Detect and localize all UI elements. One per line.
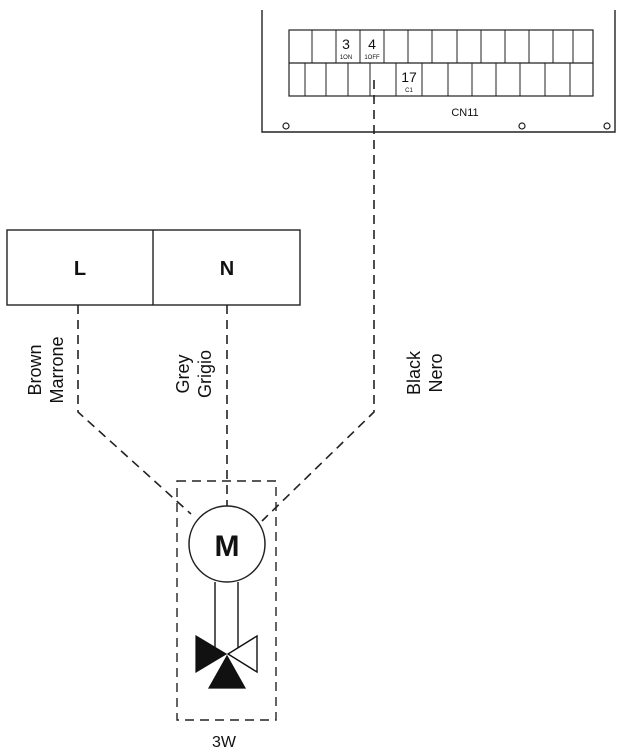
motor-symbol: M: [215, 530, 240, 563]
valve-body-symbol: [195, 634, 258, 689]
black-wire-label-italian: Nero: [426, 353, 446, 392]
board-mounting-hole: [603, 122, 611, 130]
valve-label: 3W: [212, 734, 237, 751]
connector-name-label: CN11: [451, 107, 478, 119]
three-way-valve-assembly: M 3W: [176, 480, 277, 751]
pin-17-sub-label: C1: [405, 88, 413, 94]
brown-wire-label-italian: Marrone: [47, 336, 67, 403]
connector-bottom-row-dividers: [304, 63, 571, 96]
board-mounting-hole: [518, 122, 526, 130]
terminal-n-label: N: [220, 258, 234, 280]
terminal-block: L N: [6, 229, 301, 306]
wire-labels: Brown Marrone Grey Grigio Black Nero: [25, 336, 446, 403]
connector-cn11: 3 1ON 4 1OFF 17 C1 CN11: [288, 29, 594, 119]
control-board: [261, 10, 616, 133]
pin-3-number: 3: [342, 36, 350, 52]
black-wire-label: Black: [404, 350, 424, 395]
grey-wire-label: Grey: [173, 354, 193, 393]
connector-top-row-dividers: [311, 30, 574, 63]
board-mounting-hole: [282, 122, 290, 130]
grey-wire-label-italian: Grigio: [195, 350, 215, 398]
wires: [77, 80, 375, 522]
pin-3-sub-label: 1ON: [340, 55, 352, 61]
pin-17-number: 17: [401, 69, 417, 85]
black-wire: [261, 80, 375, 522]
valve-dashed-enclosure: [176, 480, 277, 721]
terminal-l-label: L: [74, 258, 86, 280]
motor-circle: [188, 505, 266, 583]
pin-4-number: 4: [368, 36, 376, 52]
pin-4-sub-label: 1OFF: [364, 55, 380, 61]
brown-wire-label: Brown: [25, 344, 45, 395]
brown-wire: [77, 305, 192, 515]
